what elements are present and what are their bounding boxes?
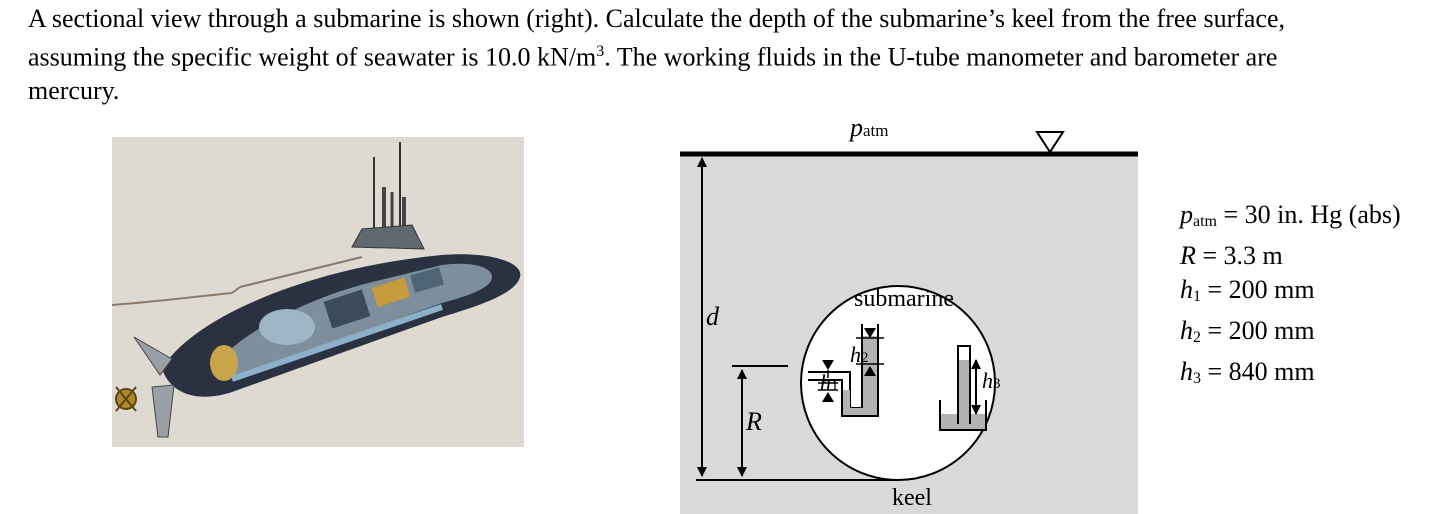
problem-superscript: 3 [596, 43, 605, 60]
problem-statement: A sectional view through a submarine is … [28, 2, 1358, 107]
given-h2: h2 = 200 mm [1180, 316, 1315, 346]
barometer: h3 [939, 345, 1001, 431]
h1-label: h1 [820, 370, 839, 395]
submarine-cutaway-image [112, 137, 524, 447]
given-r: R = 3.3 m [1180, 241, 1283, 270]
given-h1: h1 = 200 mm [1180, 275, 1315, 305]
problem-text-2: . The working fluids in the U-tube manom… [28, 42, 1278, 105]
sectional-diagram: patm submarine d keel R h1 [660, 108, 1160, 514]
free-surface-triangle-icon [1035, 131, 1065, 154]
r-label: R [745, 407, 762, 436]
submarine-label: submarine [854, 286, 954, 312]
given-values: patm = 30 in. Hg (abs) R = 3.3 m h1 = 20… [1180, 198, 1401, 396]
h2-label: h2 [850, 342, 869, 367]
keel-label: keel [892, 485, 932, 511]
problem-text-1: A sectional view through a submarine is … [28, 4, 1286, 72]
given-h3: h3 = 840 mm [1180, 357, 1315, 387]
d-label: d [706, 302, 720, 331]
h3-label: h3 [982, 368, 1001, 393]
u-tube-manometer: h1 h2 [808, 324, 884, 417]
patm-label: patm [848, 113, 889, 142]
given-patm: patm = 30 in. Hg (abs) [1180, 200, 1401, 230]
